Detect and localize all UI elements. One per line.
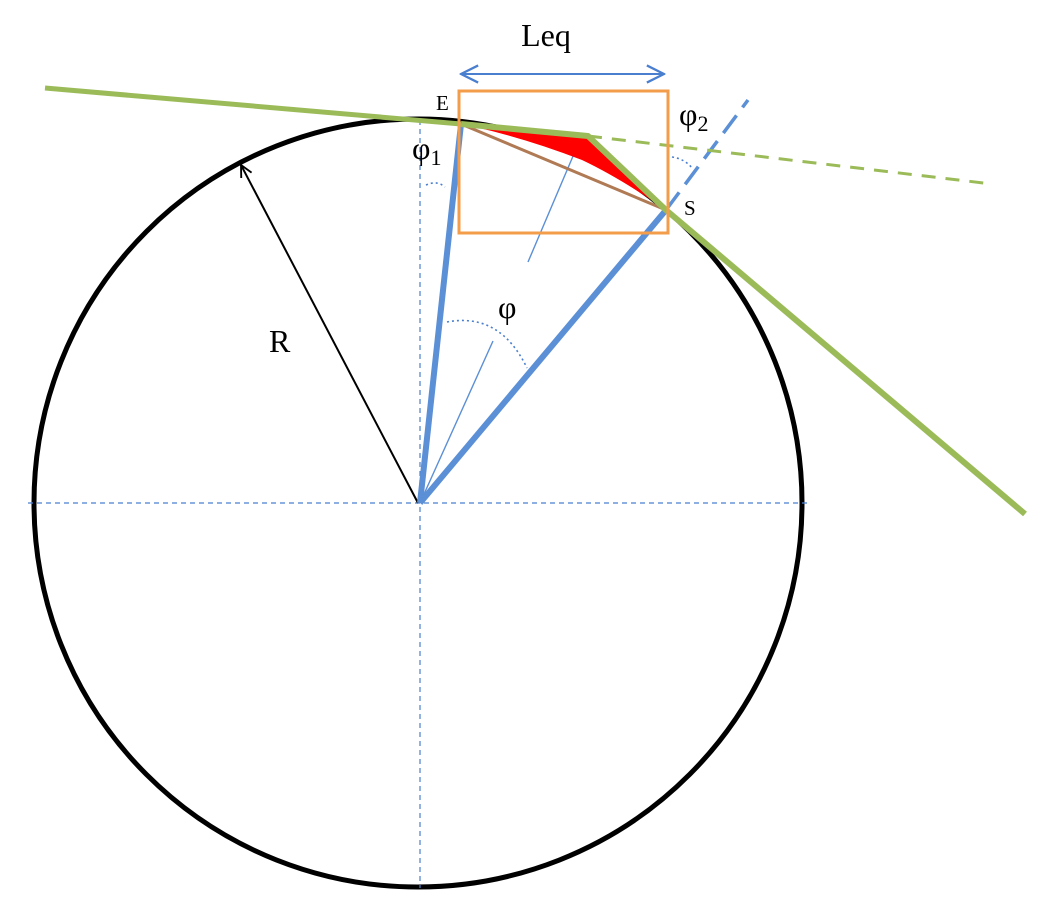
label-r: R (269, 323, 291, 359)
label-leq: Leq (521, 17, 571, 53)
label-phi2-subscript: 2 (697, 111, 708, 136)
radius-to-s (417, 208, 669, 505)
green-dashed-extension (587, 134, 993, 186)
leq-box (457, 89, 670, 235)
label-phi: φ (498, 289, 516, 325)
phi-angle-arc (446, 319, 528, 369)
label-phi2: φ2 (679, 96, 708, 136)
label-phi2-symbol: φ (679, 96, 697, 132)
radius-arrow (241, 165, 419, 504)
label-phi1-subscript: 1 (430, 145, 441, 170)
phi1-angle-arc (425, 182, 446, 188)
label-e: E (436, 91, 449, 115)
phi-bisector (419, 340, 494, 504)
phi2-angle-arc (671, 156, 693, 169)
label-phi1-symbol: φ (412, 130, 430, 166)
green-tangent-left (44, 85, 462, 127)
radius-to-e (417, 123, 464, 504)
chord-e-s (460, 122, 667, 212)
s-extension-dashed (664, 98, 750, 212)
label-s: S (684, 196, 696, 220)
green-path (460, 121, 1027, 517)
label-phi1: φ1 (412, 130, 441, 170)
red-region (461, 124, 666, 210)
